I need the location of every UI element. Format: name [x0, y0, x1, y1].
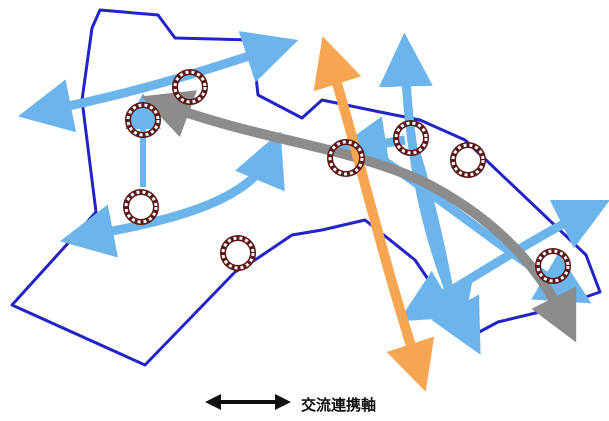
legend-label: 交流連携軸 — [301, 396, 377, 414]
node-ring — [327, 139, 365, 177]
blue-arrow-west-east — [17, 31, 299, 133]
nodes — [123, 69, 571, 284]
orange-arrow — [313, 36, 435, 392]
node-ring — [450, 142, 486, 178]
blue-arrows — [17, 31, 609, 355]
blue-arrow-south-curve — [59, 131, 285, 258]
gray-arrow — [141, 90, 577, 343]
legend: 交流連携軸 — [205, 392, 376, 417]
double-headed-arrow-icon — [205, 392, 291, 417]
node-ring — [535, 248, 571, 284]
node-ring — [125, 102, 161, 138]
region-boundary — [10, 8, 602, 367]
node-ring — [123, 189, 159, 225]
node-ring — [393, 120, 429, 156]
node-ring — [172, 69, 208, 105]
node-ring — [220, 235, 256, 271]
